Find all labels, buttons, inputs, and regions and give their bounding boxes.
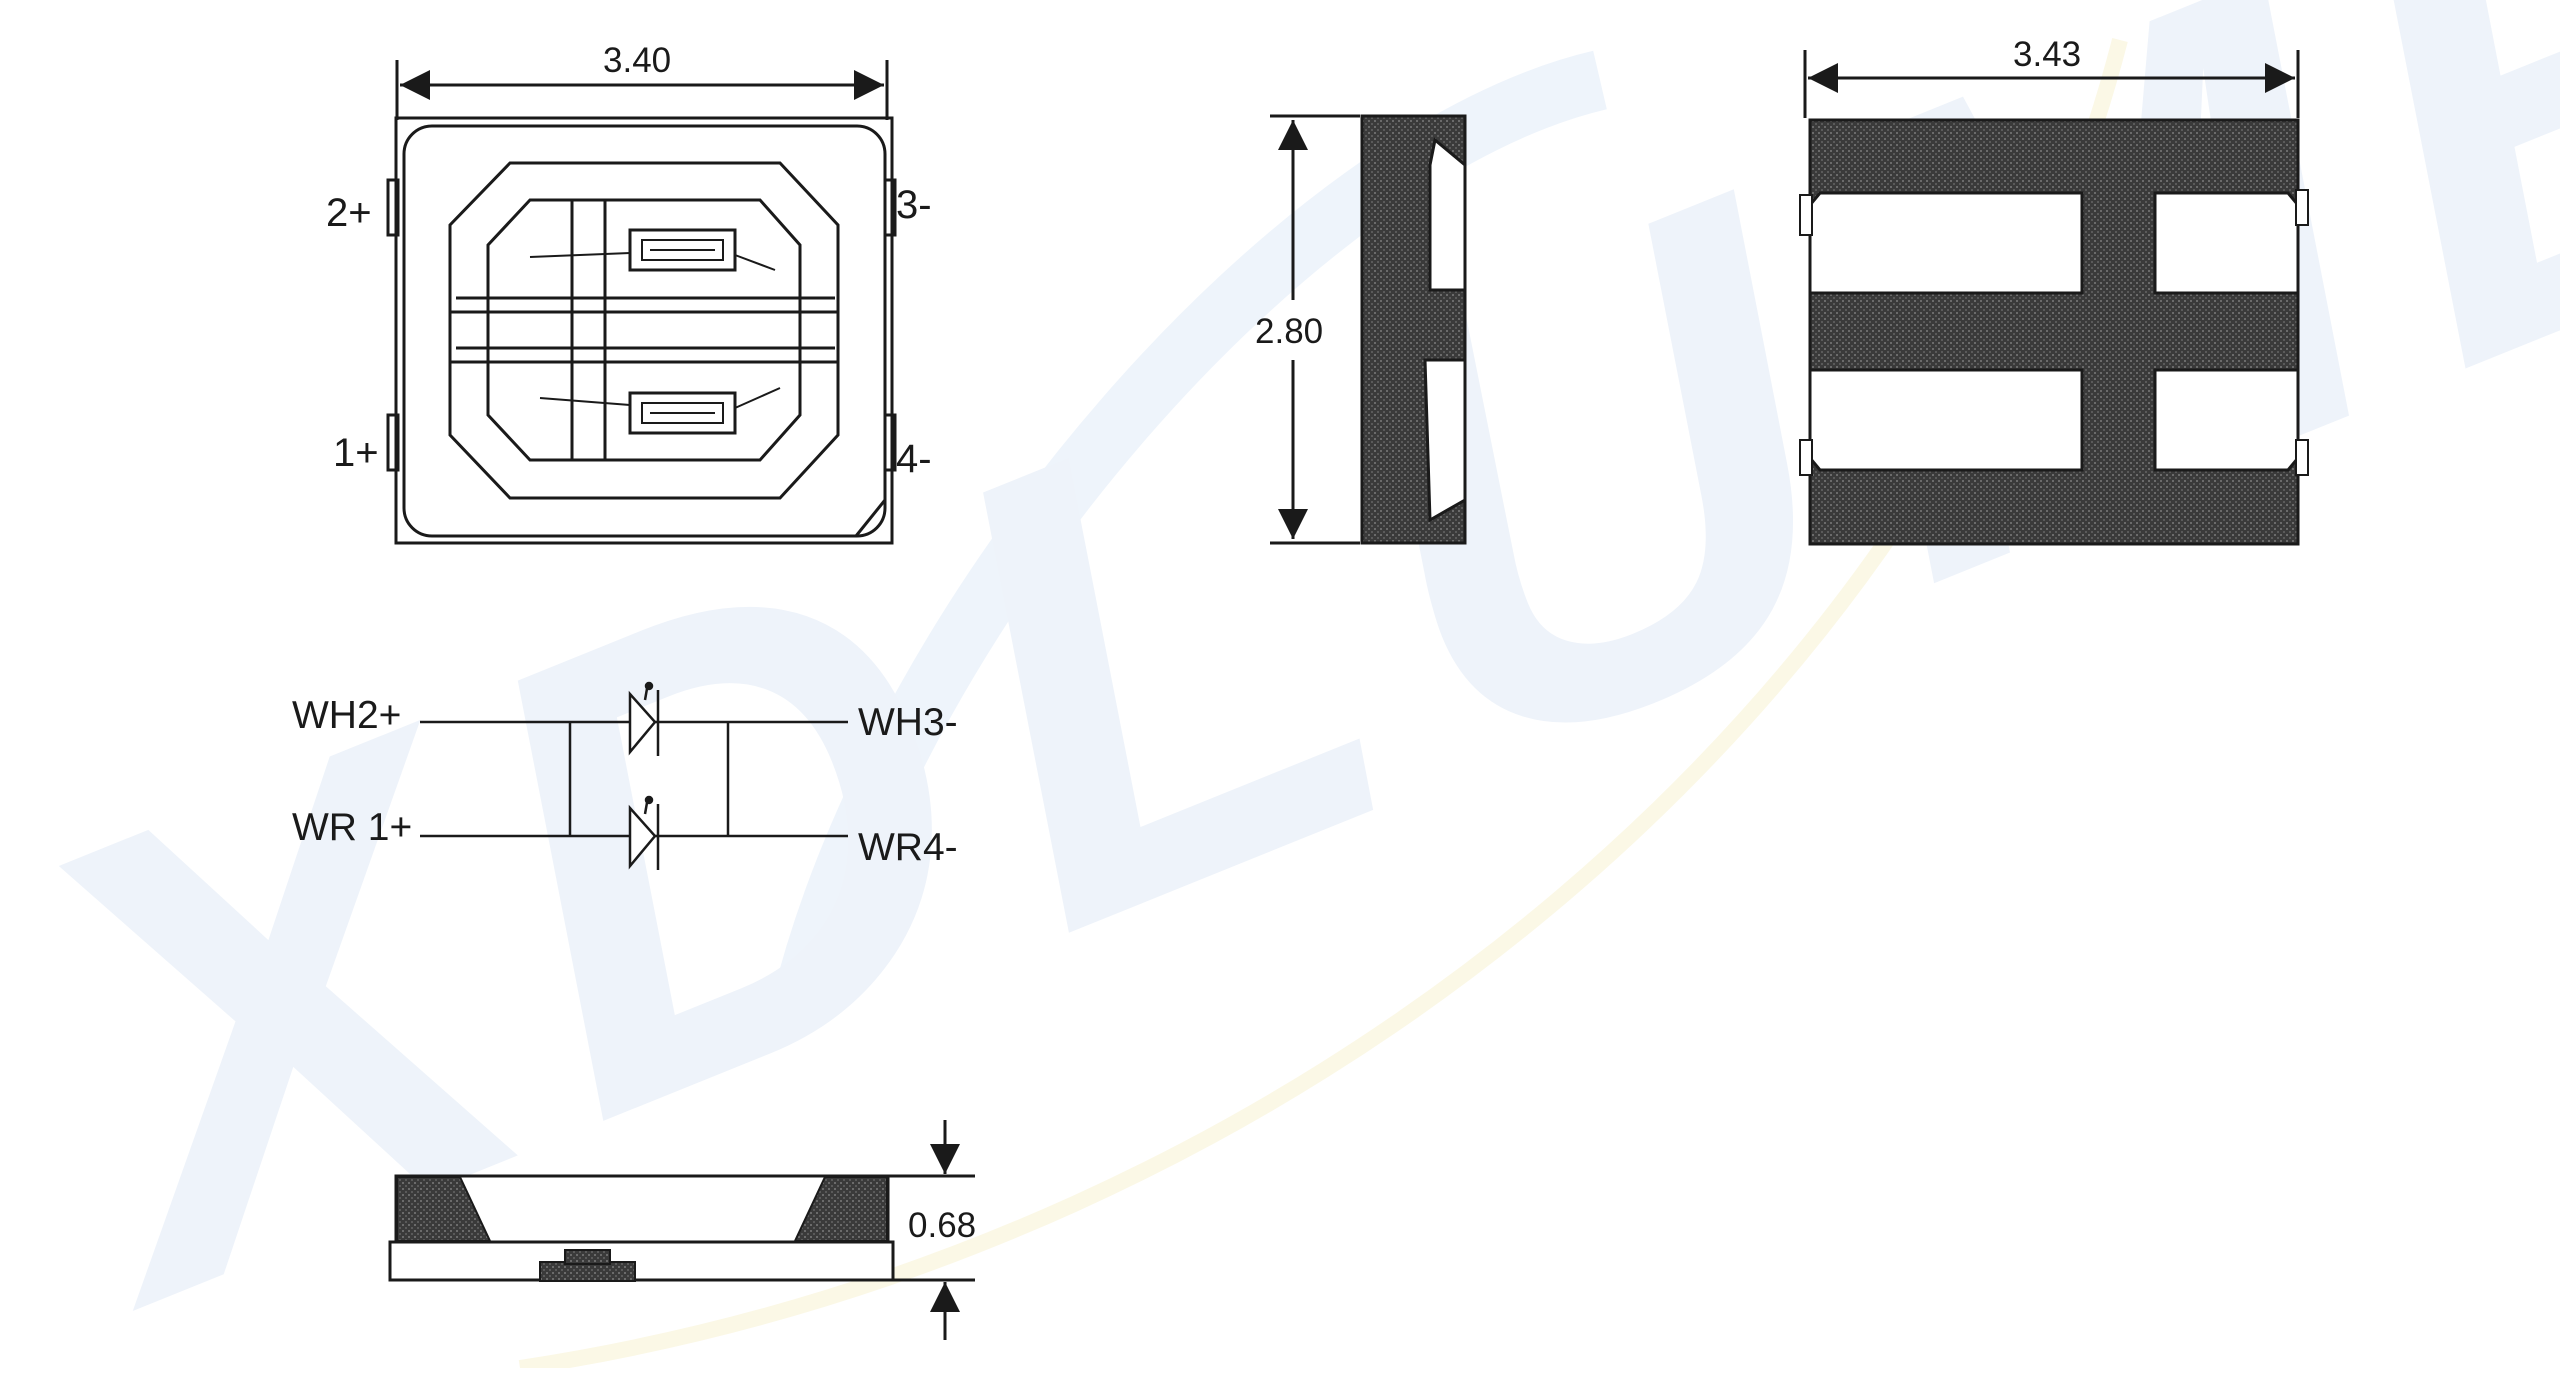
circuit-schematic [420, 681, 848, 870]
bottom-width-dimension: 3.43 [2013, 35, 2081, 74]
circuit-label-wh2: WH2+ [292, 694, 401, 737]
bottom-view [1799, 50, 2309, 546]
diode-wr-icon [628, 795, 660, 870]
side-view [1270, 114, 1467, 545]
front-view [388, 1120, 975, 1340]
circuit-label-wr4: WR4- [858, 826, 958, 869]
circuit-label-wr1: WR 1+ [292, 806, 412, 849]
front-thickness-dimension: 0.68 [908, 1206, 976, 1245]
diode-wh-icon [628, 681, 660, 756]
pin-label-2-plus: 2+ [326, 191, 372, 235]
top-width-dimension: 3.40 [603, 41, 671, 80]
pin-label-1-plus: 1+ [333, 431, 379, 475]
side-height-dimension: 2.80 [1255, 312, 1323, 351]
pin-label-3-minus: 3- [896, 183, 932, 227]
top-view [386, 60, 897, 545]
circuit-label-wh3: WH3- [858, 701, 958, 744]
pin-label-4-minus: 4- [896, 437, 932, 481]
